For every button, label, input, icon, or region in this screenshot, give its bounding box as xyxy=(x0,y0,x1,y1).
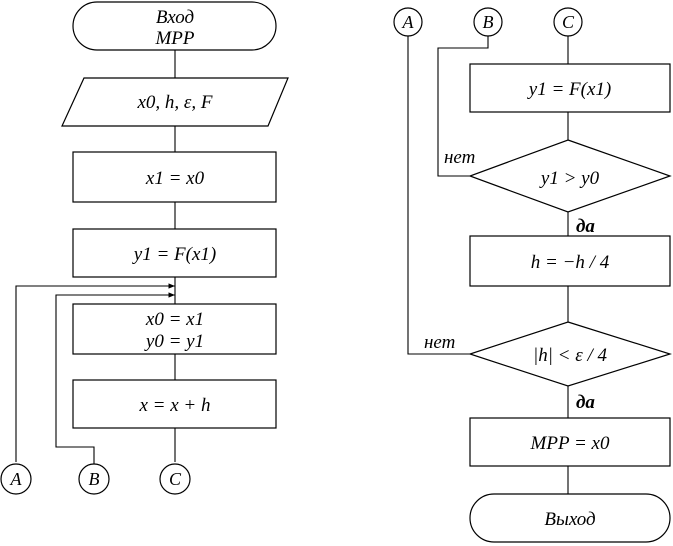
assign-x1-block xyxy=(72,151,277,203)
no-branch-line-1 xyxy=(437,36,489,177)
connector-b-right-label: B xyxy=(483,12,494,32)
connector-c-right-label: C xyxy=(562,12,575,32)
input-label: x0, h, ε, F xyxy=(136,92,212,113)
loop-line-b xyxy=(55,292,175,464)
no-label-2: нет xyxy=(424,332,455,353)
result-label: MPP = x0 xyxy=(530,433,610,454)
connector-b-left xyxy=(78,463,110,495)
step-x-label: x = x + h xyxy=(138,395,210,416)
decision-compare-label: y1 > y0 xyxy=(539,168,600,189)
assign-y1-label-right: y1 = F(x1) xyxy=(527,79,611,100)
no-branch-line-2 xyxy=(407,36,470,355)
start-label-line2: MPP xyxy=(154,28,194,49)
decision-compare xyxy=(468,139,672,213)
decision-precision-label: |h| < ε / 4 xyxy=(533,345,608,366)
step-x-block xyxy=(72,379,277,429)
yes-label-2: да xyxy=(576,392,595,413)
connector-a-right-label: A xyxy=(402,12,415,32)
result-block xyxy=(469,417,671,467)
end-terminal xyxy=(469,493,671,543)
yes-label-1: да xyxy=(576,216,595,237)
start-label-line1: Вход xyxy=(156,7,194,28)
no-label-1: нет xyxy=(444,147,475,168)
end-label: Выход xyxy=(544,509,595,530)
assign-h-label: h = −h / 4 xyxy=(531,252,610,273)
decision-precision xyxy=(468,321,673,387)
assign-h-block xyxy=(469,235,671,287)
connector-c-left-label: C xyxy=(169,469,182,489)
assign-x0-label-line1: x0 = x1 xyxy=(145,309,204,330)
assign-y0-label-line2: y0 = y1 xyxy=(144,331,204,352)
assign-y1-label-left: y1 = F(x1) xyxy=(132,244,216,265)
input-block xyxy=(61,77,289,127)
assign-y1-block-left xyxy=(72,228,277,278)
assign-y1-block-right xyxy=(469,63,671,113)
connector-b-left-label: B xyxy=(89,469,100,489)
assign-x0-block xyxy=(72,303,277,355)
connector-a-left xyxy=(0,463,32,495)
start-terminal xyxy=(72,1,277,51)
connector-c-left xyxy=(159,463,191,495)
loop-line-a xyxy=(15,283,175,462)
assign-x1-label: x1 = x0 xyxy=(145,168,205,189)
connector-a-left-label: A xyxy=(10,469,23,489)
